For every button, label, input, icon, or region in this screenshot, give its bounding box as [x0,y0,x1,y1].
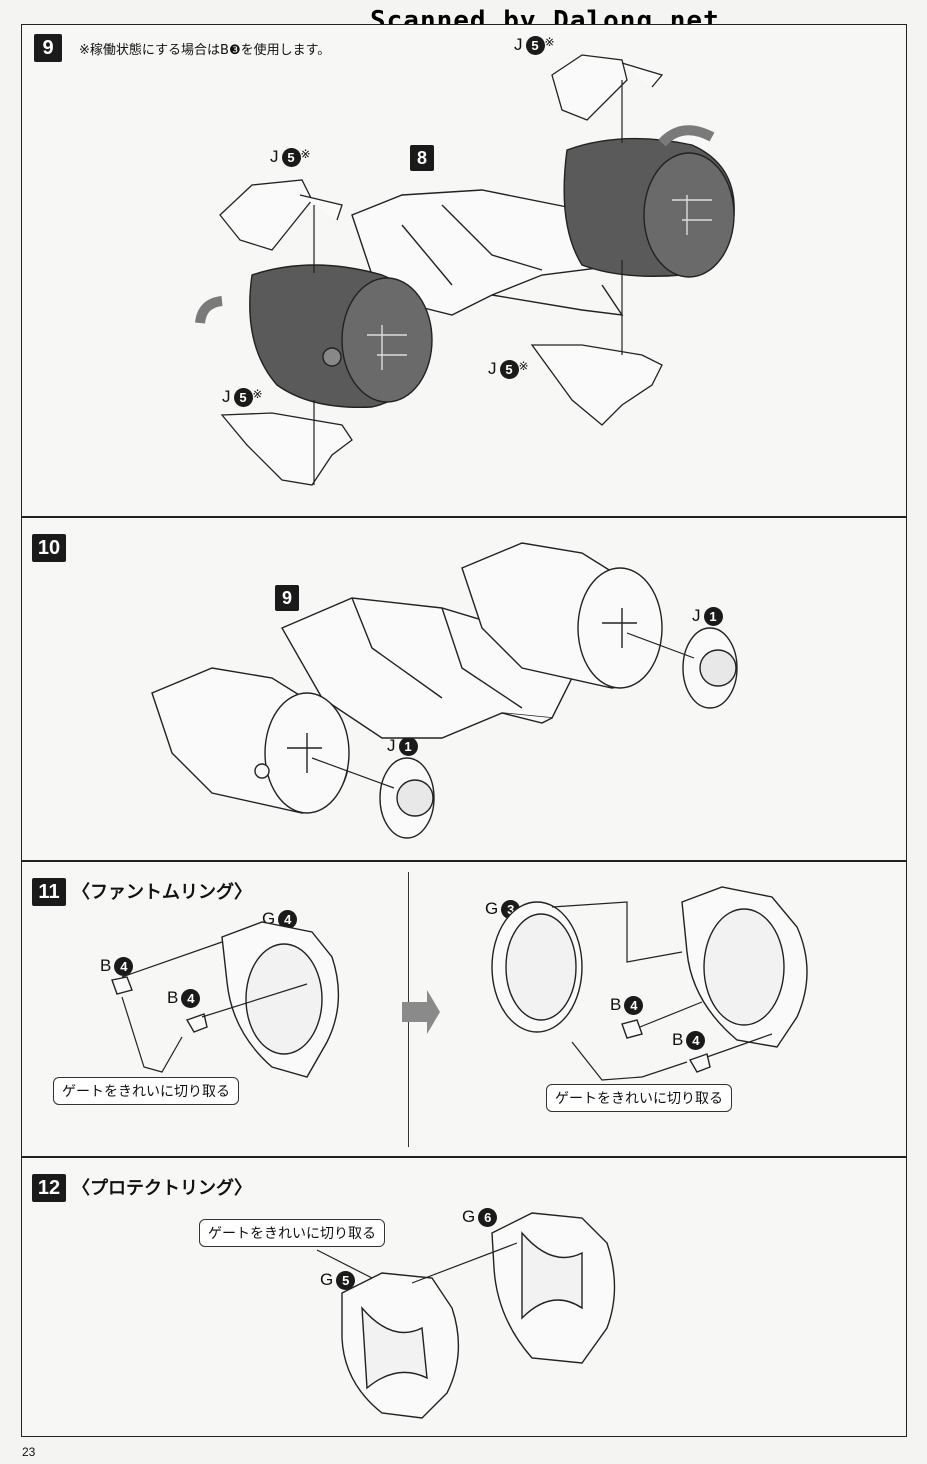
step-note: ※稼働状態にする場合はB❸を使用します。 [79,43,331,58]
step-number: 12 [32,1174,66,1202]
page-number: 23 [22,1445,36,1459]
step-number: 11 [32,878,66,906]
engine-right [563,137,735,278]
engine-left [249,264,433,409]
step-title: 〈ファントムリング〉 [72,882,252,903]
step-title: 〈プロテクトリング〉 [72,1178,252,1199]
reference-step-badge: 8 [410,145,434,171]
step-number: 10 [32,534,66,562]
step-10-illustration [151,542,738,839]
reference-step-badge: 9 [275,585,299,611]
step-12-illustration [316,1212,616,1419]
step-number: 9 [34,34,62,62]
gate-trim-callout: ゲートをきれいに切り取る [199,1219,385,1247]
gate-trim-callout: ゲートをきれいに切り取る [546,1084,732,1112]
step-9-illustration [195,54,735,486]
step-11-illustration [111,886,808,1081]
gate-trim-callout: ゲートをきれいに切り取る [53,1077,239,1105]
